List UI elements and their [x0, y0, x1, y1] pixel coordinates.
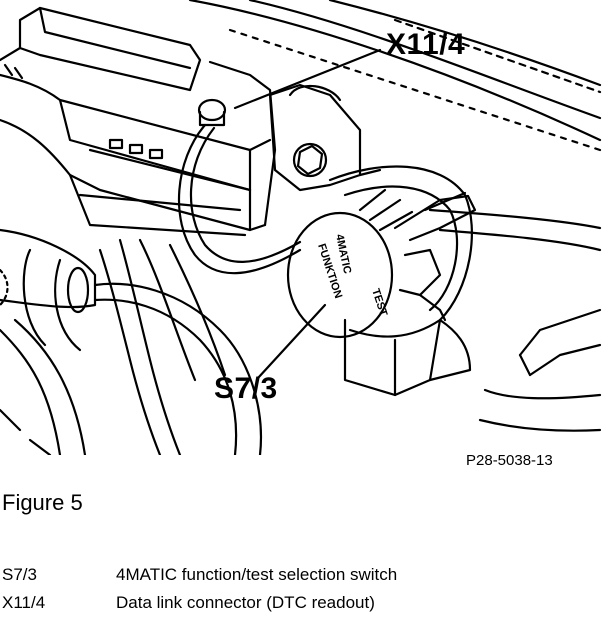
legend-code: S7/3	[2, 565, 37, 584]
legend-description: 4MATIC function/test selection switch	[116, 565, 398, 584]
figure-caption: Figure 5	[2, 490, 83, 515]
data-link-connector	[0, 6, 277, 237]
switch-leader-line	[256, 303, 327, 380]
figure-reference-code: P28-5038-13	[466, 452, 553, 469]
callout-x11-4: X11/4	[386, 28, 466, 61]
connector-cap-tether	[177, 98, 302, 275]
switch-face-test: TEST	[369, 287, 389, 318]
body-panel-lines	[188, 0, 602, 252]
right-side-pipe	[478, 308, 602, 432]
hoses-cables	[0, 228, 262, 455]
legend-code: X11/4	[2, 593, 46, 612]
selection-switch	[286, 165, 477, 397]
connector-leader-line	[233, 48, 382, 110]
callout-s7-3: S7/3	[214, 372, 278, 405]
mounting-bracket	[268, 83, 382, 192]
component-illustration: 4MATIC FUNKTION TEST	[0, 0, 602, 455]
legend-description: Data link connector (DTC readout)	[116, 593, 375, 612]
